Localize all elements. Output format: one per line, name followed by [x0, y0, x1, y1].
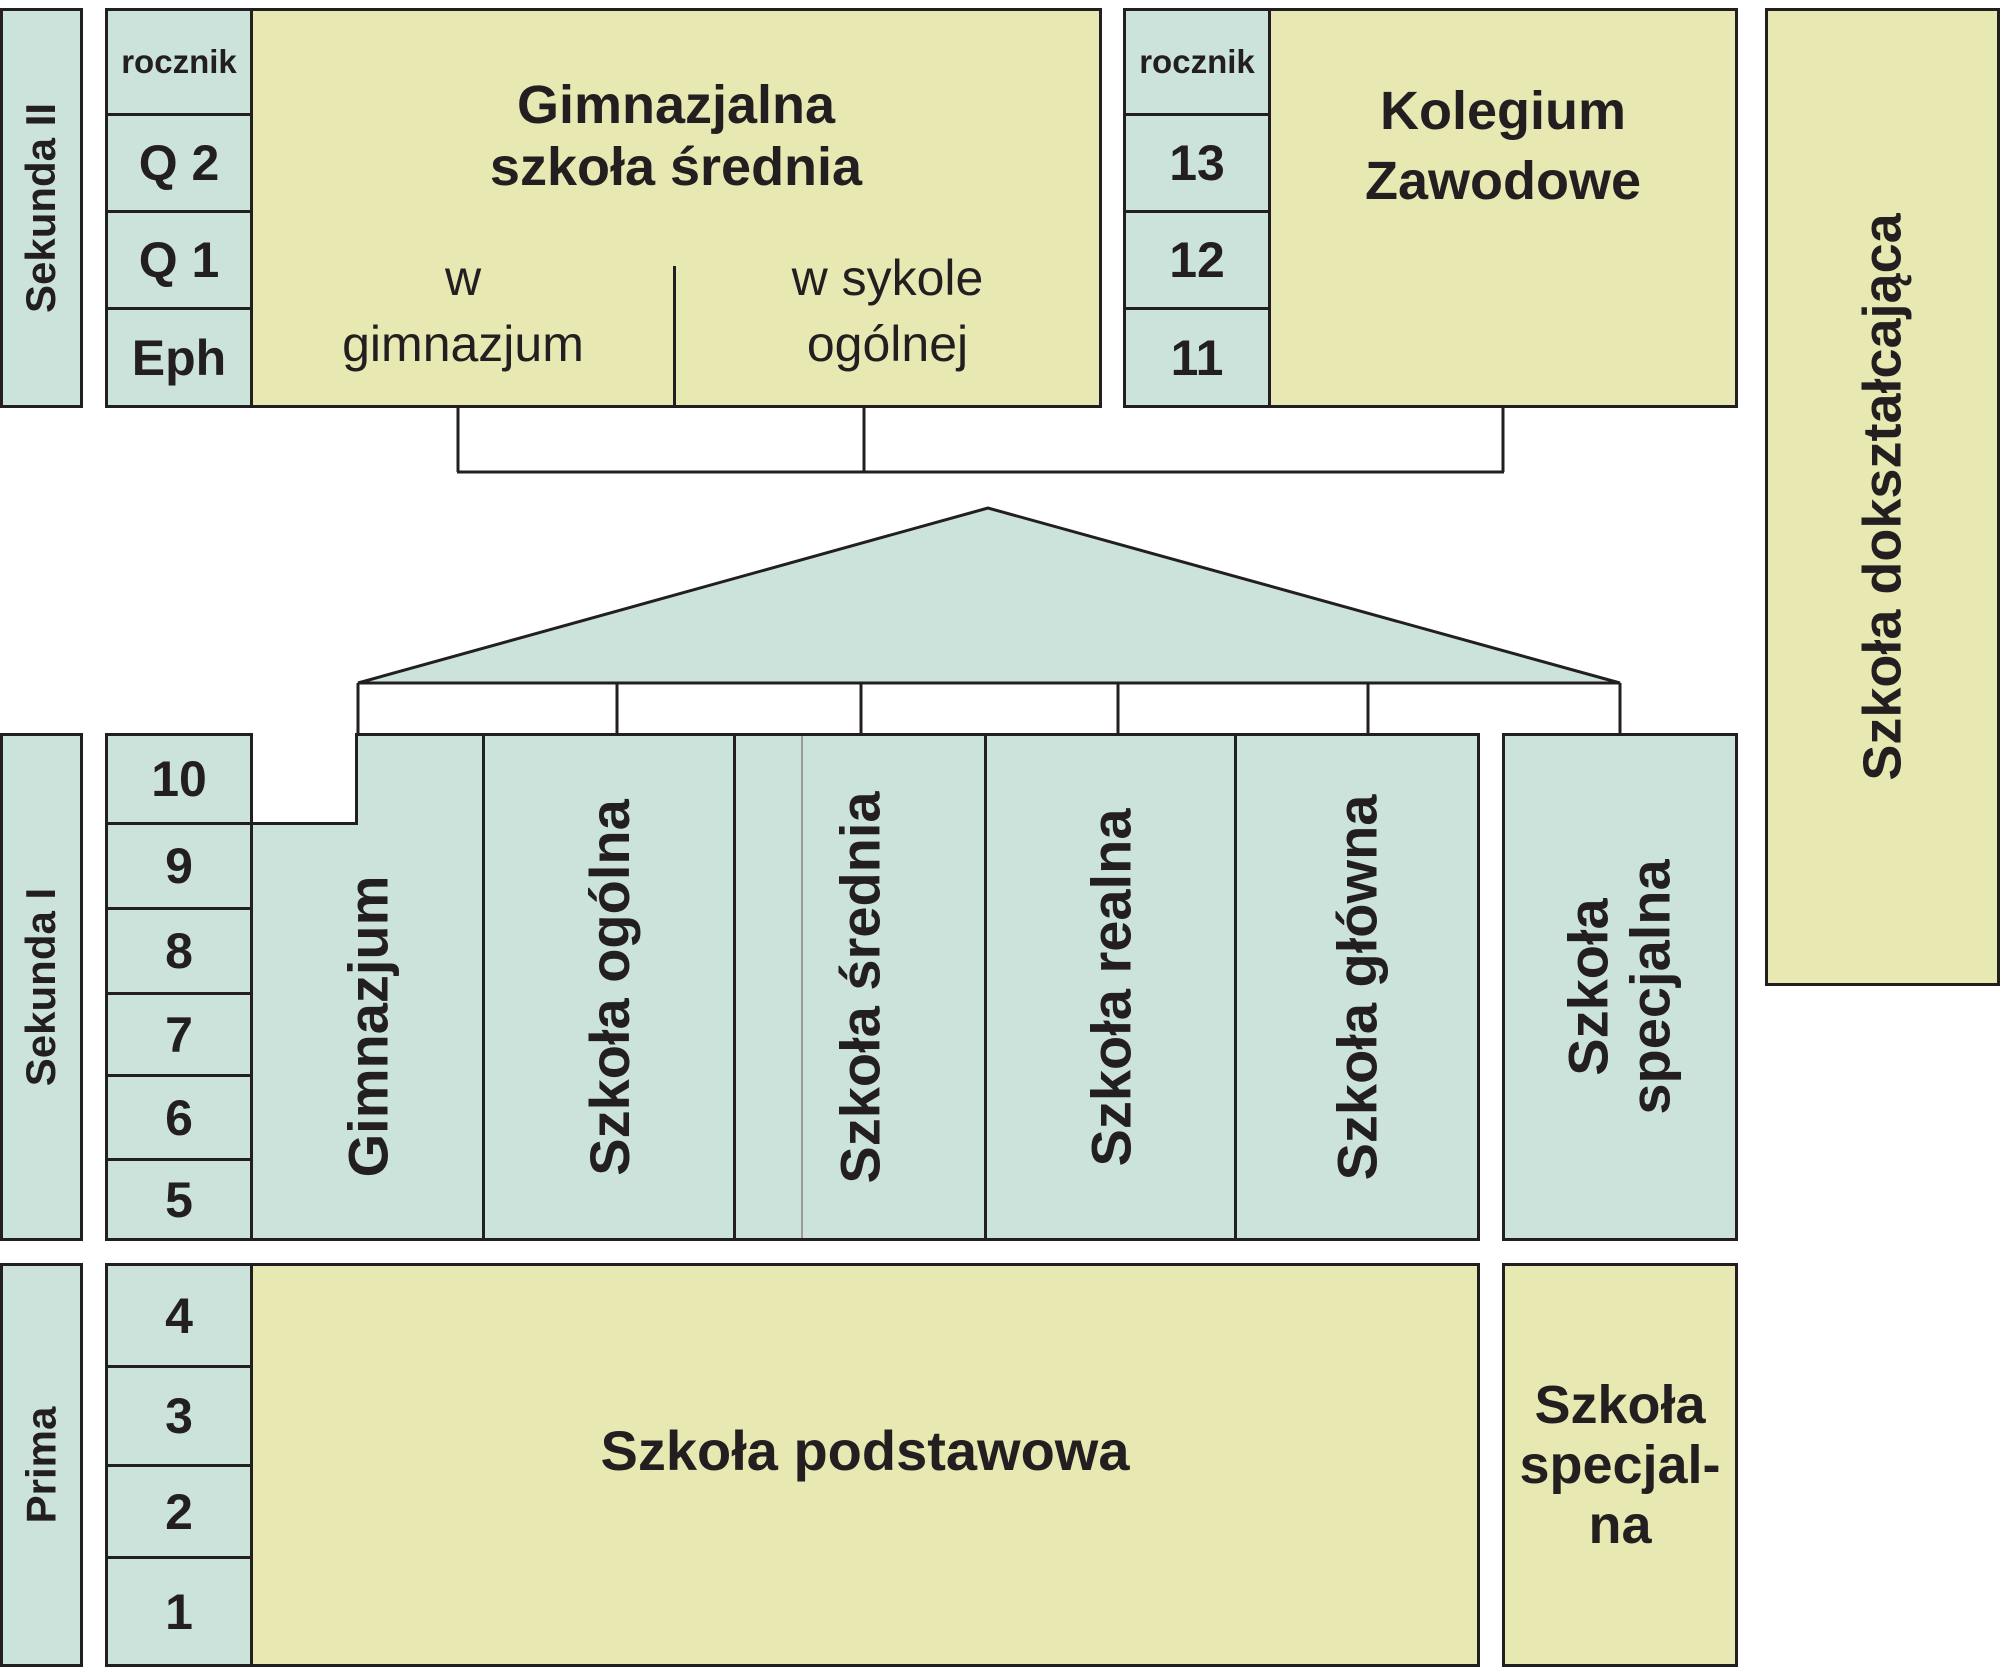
stage-label-prima: Prima: [0, 1263, 83, 1667]
szkola-realna-column: Szkoła realna: [984, 733, 1237, 1241]
gym-rocznik-header: rocznik: [105, 8, 253, 116]
year-2: 2: [105, 1464, 253, 1559]
w-gimnazjum-line1: w: [444, 250, 482, 306]
gym-year-eph: Eph: [105, 307, 253, 408]
w-sykole-line1: w sykole: [791, 250, 984, 306]
gimnazjalna-title-line1: Gimnazjalna: [516, 75, 836, 135]
merge-triangle: [357, 506, 1621, 685]
stage-label-sekunda-1: Sekunda I: [0, 733, 83, 1241]
gimnazjalna-title-line2: szkoła średnia: [489, 137, 863, 197]
gimnazjum-upper-part: [355, 733, 485, 825]
kolegium-year-11: 11: [1123, 307, 1271, 408]
gimnazjalna-divider: [673, 266, 676, 408]
w-gimnazjum-label: w gimnazjum: [253, 241, 673, 381]
kolegium-title-line1: Kolegium: [1379, 81, 1626, 141]
year-10: 10: [105, 733, 253, 825]
w-sykole-line2: ogólnej: [806, 316, 969, 372]
gym-year-q2: Q 2: [105, 113, 253, 213]
szkola-specjalna-lower-line1: Szkoła: [1534, 1375, 1706, 1435]
year-6: 6: [105, 1074, 253, 1161]
gimnazjum-lower-part: [250, 822, 485, 1241]
szkola-specjalna-upper: Szkoła specjalna: [1502, 733, 1738, 1241]
szkola-podstawowa-box: Szkoła podstawowa: [250, 1263, 1480, 1667]
gimnazjalna-szkola-srednia-box: Gimnazjalna szkoła średnia w gimnazjum w…: [250, 8, 1102, 408]
w-sykole-ogolnej-label: w sykole ogólnej: [676, 241, 1099, 381]
szkola-specjalna-upper-text: Szkoła specjalna: [1557, 859, 1683, 1115]
gimnazjum-label: Gimnazjum: [253, 826, 482, 1226]
year-3: 3: [105, 1365, 253, 1467]
szkola-glowna-text: Szkoła główna: [1325, 794, 1389, 1180]
kolegium-title: Kolegium Zawodowe: [1271, 76, 1735, 216]
szkola-specjalna-upper-line1: Szkoła: [1557, 898, 1621, 1076]
year-1: 1: [105, 1556, 253, 1667]
szkola-doksztalcajaca-box: Szkoła dokształcająca: [1765, 8, 2000, 986]
szkola-srednia-thin-divider: [801, 736, 803, 1238]
stage-label-sekunda-1-text: Sekunda I: [17, 887, 65, 1087]
szkola-specjalna-upper-line2: specjalna: [1619, 859, 1683, 1115]
gimnazjalna-title: Gimnazjalna szkoła średnia: [253, 75, 1099, 197]
szkola-realna-text: Szkoła realna: [1079, 808, 1142, 1166]
year-9: 9: [105, 822, 253, 910]
stage-label-prima-text: Prima: [17, 1406, 65, 1524]
szkola-podstawowa-text: Szkoła podstawowa: [600, 1418, 1130, 1482]
szkola-srednia-column: Szkoła średnia: [733, 733, 987, 1241]
szkola-ogolna-column: Szkoła ogólna: [482, 733, 736, 1241]
szkola-specjalna-lower-line2: specjal-: [1519, 1435, 1721, 1495]
w-gimnazjum-line2: gimnazjum: [342, 316, 584, 372]
szkola-specjalna-lower-line3: na: [1588, 1495, 1652, 1555]
stage-label-sekunda-2: Sekunda II: [0, 8, 83, 408]
kolegium-title-line2: Zawodowe: [1364, 151, 1641, 211]
year-5: 5: [105, 1158, 253, 1241]
szkola-ogolna-text: Szkoła ogólna: [577, 798, 641, 1176]
kolegium-zawodowe-box: Kolegium Zawodowe: [1268, 8, 1738, 408]
szkola-glowna-column: Szkoła główna: [1234, 733, 1480, 1241]
year-8: 8: [105, 907, 253, 995]
szkola-specjalna-lower: Szkoła specjal- na: [1502, 1263, 1738, 1667]
szkola-srednia-text: Szkoła średnia: [828, 790, 892, 1184]
kolegium-year-13: 13: [1123, 113, 1271, 213]
year-4: 4: [105, 1263, 253, 1368]
gimnazjum-label-text: Gimnazjum: [336, 875, 400, 1177]
year-7: 7: [105, 992, 253, 1077]
